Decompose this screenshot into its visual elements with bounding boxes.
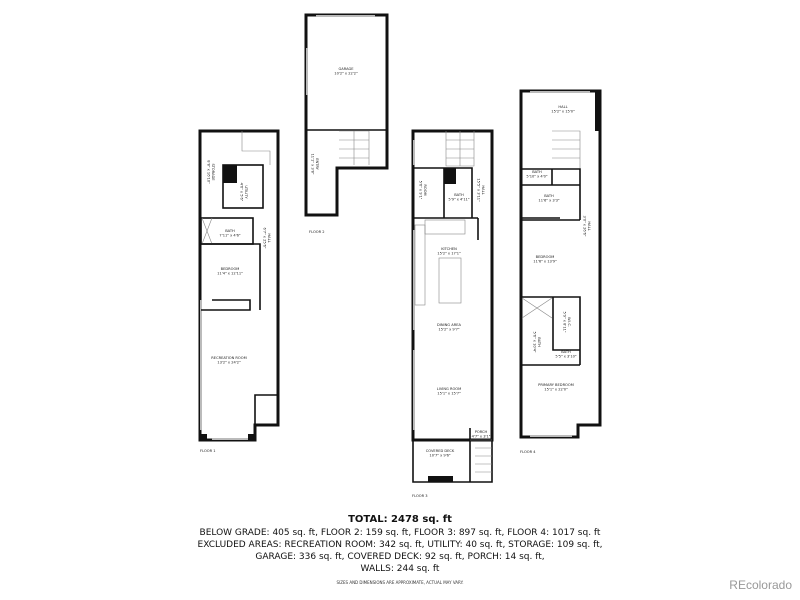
excluded-areas: EXCLUDED AREAS: RECREATION ROOM: 342 sq.… — [197, 540, 603, 550]
brand-watermark: REcolorado — [729, 578, 792, 592]
room-label: HALL3'0" x 26'6" — [583, 215, 592, 236]
floor-label: FLOOR 1 — [200, 449, 216, 453]
room-label: ENTRY11'1" x 3'8" — [311, 153, 320, 174]
room-label: W.I.C.5'9" x 8'11" — [563, 311, 572, 332]
area-breakdown: BELOW GRADE: 405 sq. ft, FLOOR 2: 159 sq… — [199, 528, 601, 538]
disclaimer: SIZES AND DIMENSIONS ARE APPROXIMATE, AC… — [336, 580, 464, 585]
room-label: HALL6'7" x 25'6" — [263, 227, 272, 248]
total-area: TOTAL: 2478 sq. ft — [348, 514, 452, 525]
floor-1-plan: STORAGE8'8" x 16'10" UTILITY4'6" x 5'6" … — [198, 129, 280, 453]
walls-area: WALLS: 244 sq. ft — [360, 564, 440, 574]
room-label: UTILITY4'6" x 5'6" — [240, 183, 249, 202]
floor-label: FLOOR 4 — [520, 450, 536, 454]
room-label: ROOM5'6" x 9'1" — [419, 181, 428, 200]
room-label: BATH5'6" x 10'4" — [533, 331, 542, 352]
room-label: HALL15'5" x 3'11" — [477, 178, 486, 202]
excluded-areas-cont: GARAGE: 336 sq. ft, COVERED DECK: 92 sq.… — [255, 552, 545, 562]
floor-label: FLOOR 3 — [412, 494, 428, 498]
room-label: STORAGE8'8" x 16'10" — [207, 160, 216, 184]
floor-label: FLOOR 2 — [309, 230, 325, 234]
